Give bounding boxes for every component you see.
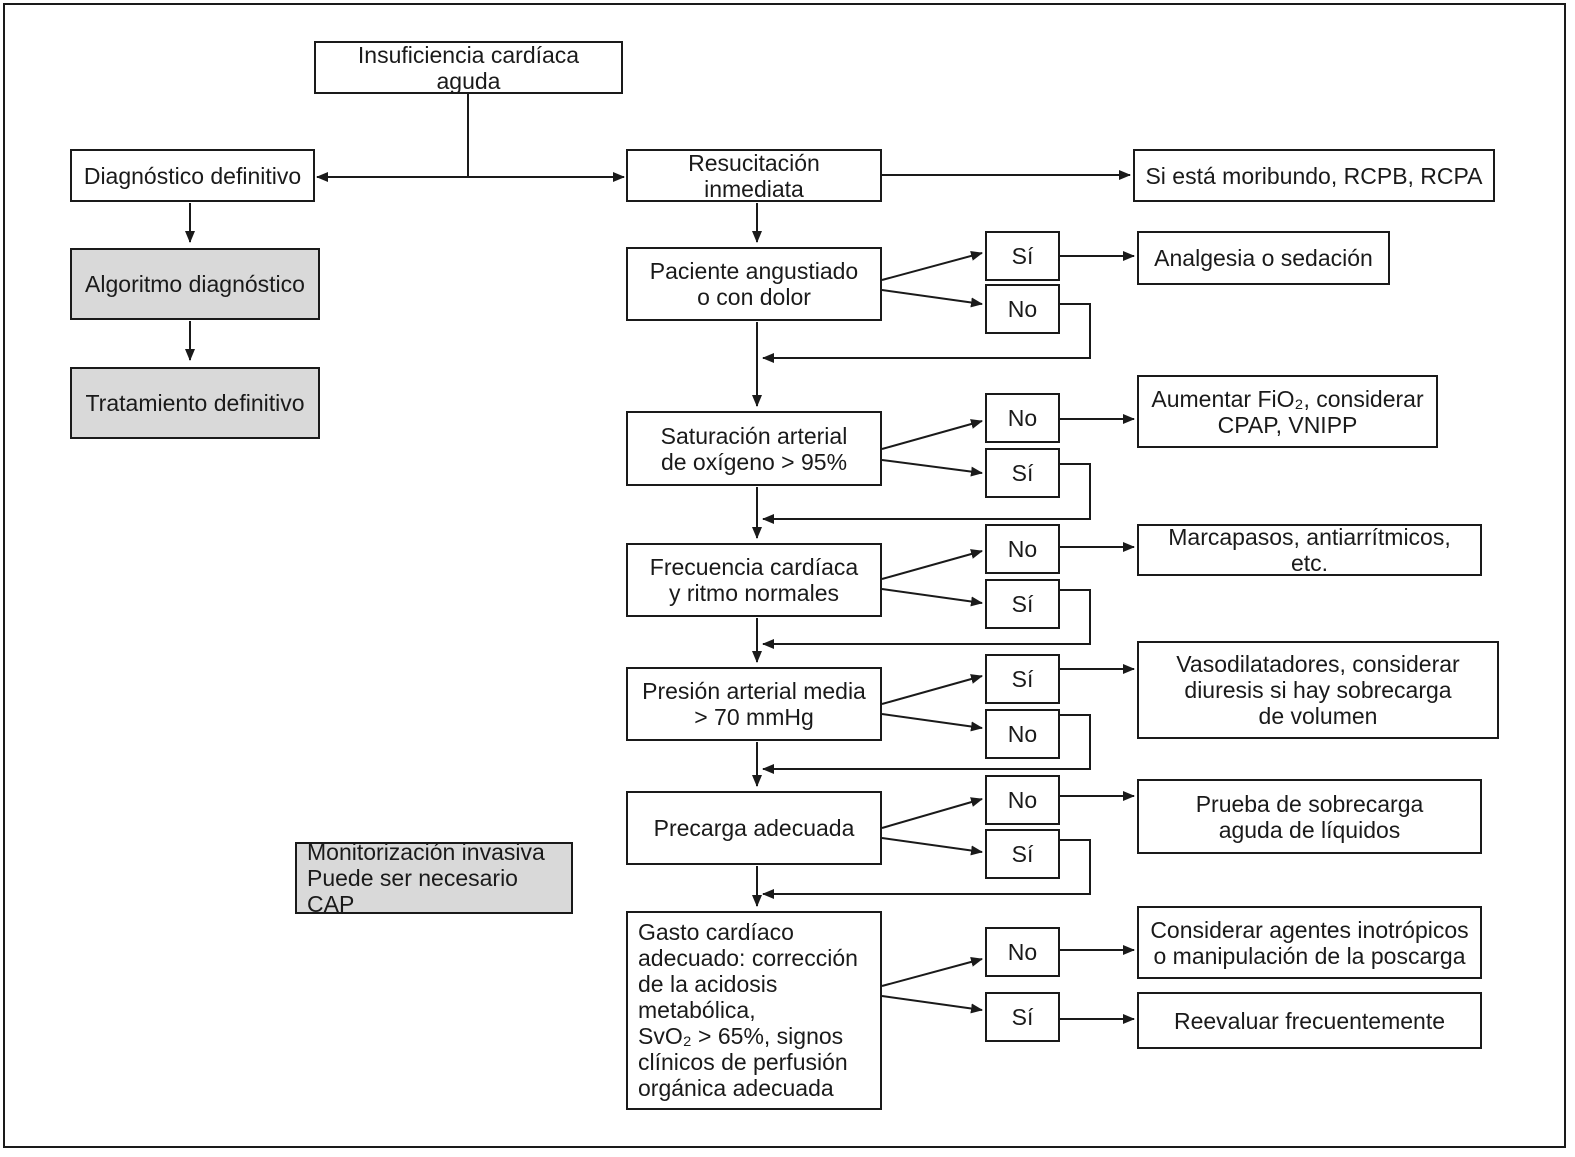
node-precarga-label: Precarga adecuada (653, 815, 855, 841)
arrow-frecuencia-no (881, 549, 983, 580)
return-presion-no (762, 714, 1091, 774)
node-diagnostico: Diagnóstico definitivo (70, 149, 315, 202)
arrow-gasto-no (881, 957, 983, 987)
answer-label: Sí (1011, 666, 1034, 692)
arrow-paciente-no (881, 289, 983, 308)
action-marcapasos-label: Marcapasos, antiarrítmicos, etc. (1168, 524, 1451, 576)
return-precarga-si (762, 839, 1091, 899)
answer-label: No (1007, 405, 1038, 431)
node-moribundo: Si está moribundo, RCPB, RCPA (1133, 149, 1495, 202)
return-frecuencia-si (762, 589, 1091, 649)
action-reevaluar: Reevaluar frecuentemente (1137, 992, 1482, 1049)
action-considerar-label: Considerar agentes inotrópicos o manipul… (1150, 916, 1469, 969)
action-marcapasos: Marcapasos, antiarrítmicos, etc. (1137, 524, 1482, 576)
arrow-precarga-si (881, 837, 983, 856)
answer-label: Sí (1011, 460, 1034, 486)
answer-saturacion-no: No (985, 393, 1060, 443)
arrow-saturacion-no (881, 419, 983, 450)
node-root-label: Insuficiencia cardíaca aguda (357, 41, 580, 94)
arrow-frecuencia-si (881, 588, 983, 607)
node-diagnostico-label: Diagnóstico definitivo (83, 162, 302, 189)
node-presion-label: Presión arterial media > 70 mmHg (642, 678, 866, 730)
node-paciente-label: Paciente angustiado o con dolor (649, 258, 859, 310)
arrow-presion-si (881, 674, 983, 705)
node-saturacion-label: Saturación arterial de oxígeno > 95% (660, 422, 848, 475)
diagram-frame (3, 3, 1566, 1148)
answer-label: No (1007, 536, 1038, 562)
node-algoritmo: Algoritmo diagnóstico (70, 248, 320, 320)
arrow-saturacion-si (881, 459, 983, 477)
answer-precarga-si: Sí (985, 829, 1060, 879)
action-vasodilatadores-label: Vasodilatadores, considerar diuresis si … (1176, 651, 1460, 729)
action-reevaluar-label: Reevaluar frecuentemente (1173, 1007, 1446, 1034)
answer-paciente-si: Sí (985, 231, 1060, 281)
return-paciente-no (762, 303, 1091, 363)
answer-frecuencia-no: No (985, 524, 1060, 574)
node-moribundo-label: Si está moribundo, RCPB, RCPA (1145, 162, 1483, 189)
arrow-paciente-si (881, 251, 983, 281)
answer-presion-si: Sí (985, 654, 1060, 704)
node-monitorizacion-label: Monitorización invasiva Puede ser necesa… (307, 839, 545, 917)
node-precarga: Precarga adecuada (626, 791, 882, 865)
node-presion: Presión arterial media > 70 mmHg (626, 667, 882, 741)
node-tratamiento: Tratamiento definitivo (70, 367, 320, 439)
action-prueba-label: Prueba de sobrecarga aguda de líquidos (1195, 790, 1424, 843)
answer-frecuencia-si: Sí (985, 579, 1060, 629)
action-prueba: Prueba de sobrecarga aguda de líquidos (1137, 779, 1482, 854)
node-tratamiento-label: Tratamiento definitivo (85, 390, 305, 416)
node-gasto-label: Gasto cardíaco adecuado: corrección de l… (638, 919, 858, 1101)
answer-gasto-si: Sí (985, 992, 1060, 1042)
answer-label: Sí (1011, 591, 1034, 617)
action-considerar: Considerar agentes inotrópicos o manipul… (1137, 906, 1482, 979)
answer-saturacion-si: Sí (985, 448, 1060, 498)
answer-label: Sí (1011, 1004, 1034, 1030)
arrow-presion-no (881, 713, 983, 732)
arrow-gasto-si (881, 995, 983, 1014)
node-frecuencia: Frecuencia cardíaca y ritmo normales (626, 543, 882, 617)
action-aumentar: Aumentar FiO₂, considerar CPAP, VNIPP (1137, 375, 1438, 448)
answer-precarga-no: No (985, 775, 1060, 825)
answer-label: No (1007, 296, 1038, 322)
action-aumentar-label: Aumentar FiO₂, considerar CPAP, VNIPP (1151, 385, 1424, 438)
answer-label: Sí (1011, 243, 1034, 269)
node-gasto: Gasto cardíaco adecuado: corrección de l… (626, 911, 882, 1110)
answer-label: Sí (1011, 841, 1034, 867)
node-monitorizacion: Monitorización invasiva Puede ser necesa… (295, 839, 573, 917)
answer-label: No (1007, 939, 1038, 965)
node-resucitacion-label: Resucitación inmediata (688, 149, 820, 202)
node-saturacion: Saturación arterial de oxígeno > 95% (626, 411, 882, 486)
action-analgesia-label: Analgesia o sedación (1154, 245, 1373, 271)
node-root: Insuficiencia cardíaca aguda (314, 41, 623, 94)
arrow-precarga-no (881, 797, 983, 829)
node-algoritmo-label: Algoritmo diagnóstico (85, 271, 305, 297)
answer-paciente-no: No (985, 284, 1060, 334)
answer-label: No (1007, 721, 1038, 747)
answer-gasto-no: No (985, 927, 1060, 977)
answer-label: No (1007, 787, 1038, 813)
action-vasodilatadores: Vasodilatadores, considerar diuresis si … (1137, 641, 1499, 739)
node-resucitacion: Resucitación inmediata (626, 149, 882, 202)
return-saturacion-si (762, 463, 1091, 524)
action-analgesia: Analgesia o sedación (1137, 231, 1390, 285)
answer-presion-no: No (985, 709, 1060, 759)
node-paciente: Paciente angustiado o con dolor (626, 247, 882, 321)
node-frecuencia-label: Frecuencia cardíaca y ritmo normales (649, 554, 859, 606)
